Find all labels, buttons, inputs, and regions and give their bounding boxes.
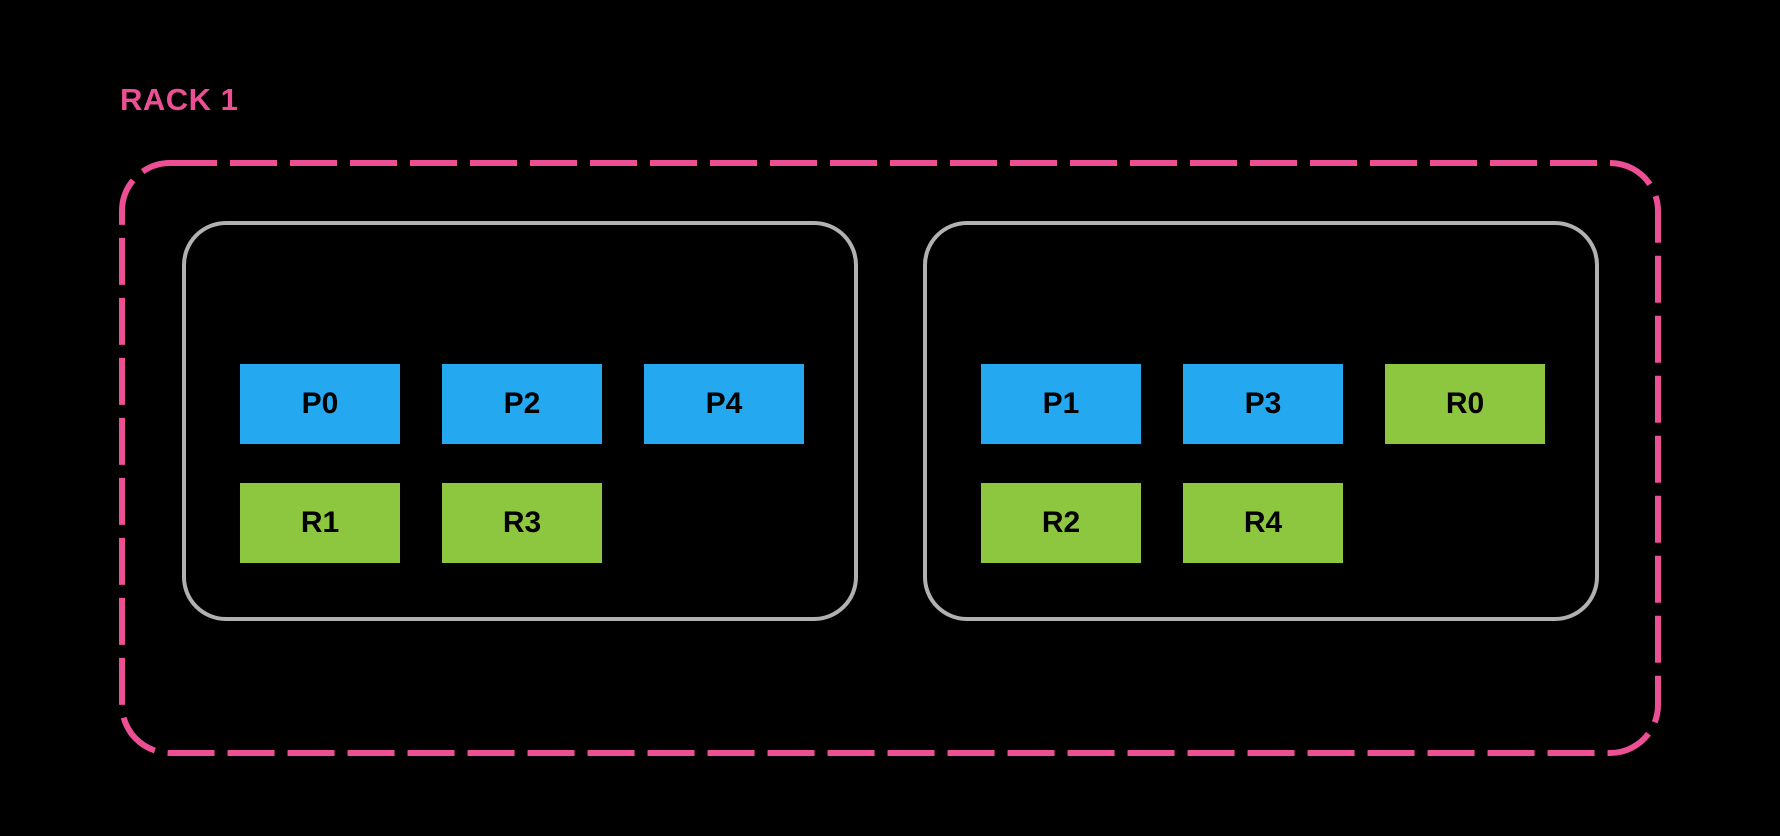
node-box-1: P0 P2 P4 R1 R3 (182, 221, 858, 621)
shard-chip-r4: R4 (1183, 483, 1343, 563)
shard-row-bottom: R1 R3 (240, 483, 854, 563)
shard-chip-p0: P0 (240, 364, 400, 444)
shard-row-top: P0 P2 P4 (240, 364, 854, 444)
shard-chip-p1: P1 (981, 364, 1141, 444)
shard-chip-p4: P4 (644, 364, 804, 444)
shard-chip-p3: P3 (1183, 364, 1343, 444)
shard-chip-r2: R2 (981, 483, 1141, 563)
shard-chip-p2: P2 (442, 364, 602, 444)
rack-label: RACK 1 (120, 82, 239, 117)
shard-chip-r0: R0 (1385, 364, 1545, 444)
shard-row-top: P1 P3 R0 (981, 364, 1595, 444)
shard-row-bottom: R2 R4 (981, 483, 1595, 563)
shard-chip-r3: R3 (442, 483, 602, 563)
node-box-2: P1 P3 R0 R2 R4 (923, 221, 1599, 621)
shard-chip-r1: R1 (240, 483, 400, 563)
